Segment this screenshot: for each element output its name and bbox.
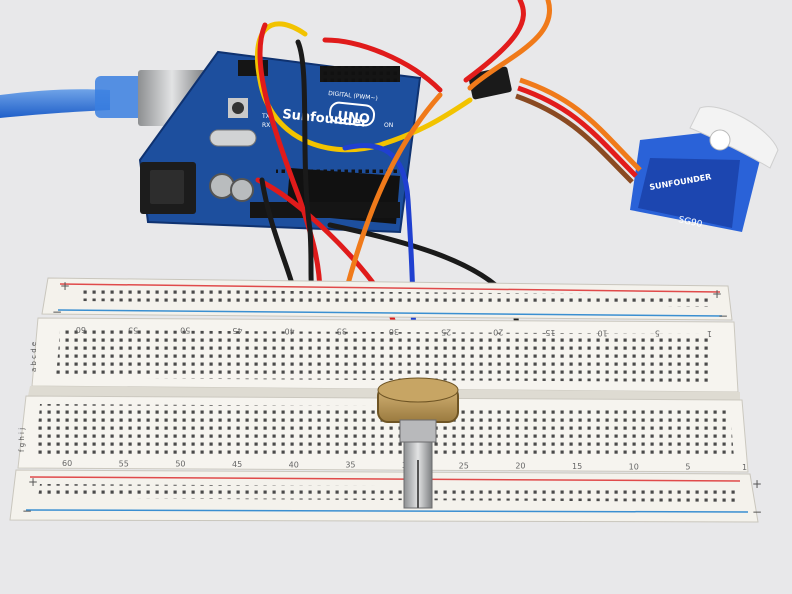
column-number: 40 bbox=[289, 460, 299, 469]
column-number: 10 bbox=[629, 462, 639, 471]
column-number: 5 bbox=[685, 463, 690, 472]
column-number: 20 bbox=[493, 328, 503, 337]
rail-plus-marker: + bbox=[752, 477, 762, 491]
rx-label: RX bbox=[262, 122, 270, 129]
capacitor bbox=[209, 173, 235, 199]
column-number: 1 bbox=[707, 329, 712, 338]
column-number: 45 bbox=[232, 460, 242, 469]
rail-minus-marker: − bbox=[752, 505, 762, 519]
column-number: 55 bbox=[128, 325, 138, 334]
rail-plus-marker: + bbox=[60, 279, 70, 293]
column-number: 35 bbox=[337, 327, 347, 336]
board-model-text: UNO bbox=[337, 109, 371, 127]
capacitor bbox=[230, 178, 254, 202]
column-number: 15 bbox=[545, 328, 555, 337]
column-number: 50 bbox=[175, 460, 185, 469]
column-number: 10 bbox=[597, 328, 607, 337]
column-number: 50 bbox=[180, 326, 190, 335]
column-numbers-top: 60 55 50 45 40 35 30 25 20 15 10 5 1 bbox=[76, 325, 712, 338]
column-number: 1 bbox=[742, 463, 747, 472]
potentiometer bbox=[377, 377, 459, 509]
column-number: 15 bbox=[572, 462, 582, 471]
orange-wire bbox=[467, 0, 553, 91]
rail-plus-marker: + bbox=[28, 475, 38, 489]
servo-cable bbox=[468, 66, 642, 184]
tx-label: TX bbox=[261, 113, 270, 120]
column-number: 45 bbox=[232, 326, 242, 335]
column-number: 60 bbox=[76, 325, 86, 334]
servo-model-text: SG90 bbox=[677, 215, 703, 230]
on-label: ON bbox=[384, 122, 393, 129]
column-number: 20 bbox=[515, 462, 525, 471]
rail-minus-marker: − bbox=[22, 504, 32, 518]
power-analog-header bbox=[250, 202, 400, 218]
servo-connector bbox=[468, 66, 512, 100]
sg90-servo: SUNFOUNDER SG90 bbox=[630, 106, 779, 232]
column-number: 30 bbox=[389, 327, 399, 336]
crystal bbox=[209, 129, 257, 147]
column-number: 5 bbox=[655, 329, 660, 338]
red-wire bbox=[257, 22, 323, 298]
rail-plus-marker: + bbox=[712, 287, 722, 301]
arduino-board: Sunfounder UNO DIGITAL (PWM~) TX RX L ON bbox=[138, 50, 422, 234]
column-number: 55 bbox=[119, 459, 129, 468]
rail-minus-marker: − bbox=[52, 305, 62, 319]
servo-horn[interactable] bbox=[689, 106, 779, 169]
row-letters-bottom: f g h i j bbox=[18, 428, 26, 452]
column-number: 35 bbox=[345, 461, 355, 470]
column-number: 25 bbox=[441, 327, 451, 336]
rail-minus-marker: − bbox=[718, 309, 728, 323]
column-number: 25 bbox=[459, 461, 469, 470]
black-wire bbox=[295, 39, 315, 298]
column-number: 40 bbox=[284, 326, 294, 335]
row-letters-top: a b c d e bbox=[30, 342, 38, 372]
column-number: 60 bbox=[62, 459, 72, 468]
